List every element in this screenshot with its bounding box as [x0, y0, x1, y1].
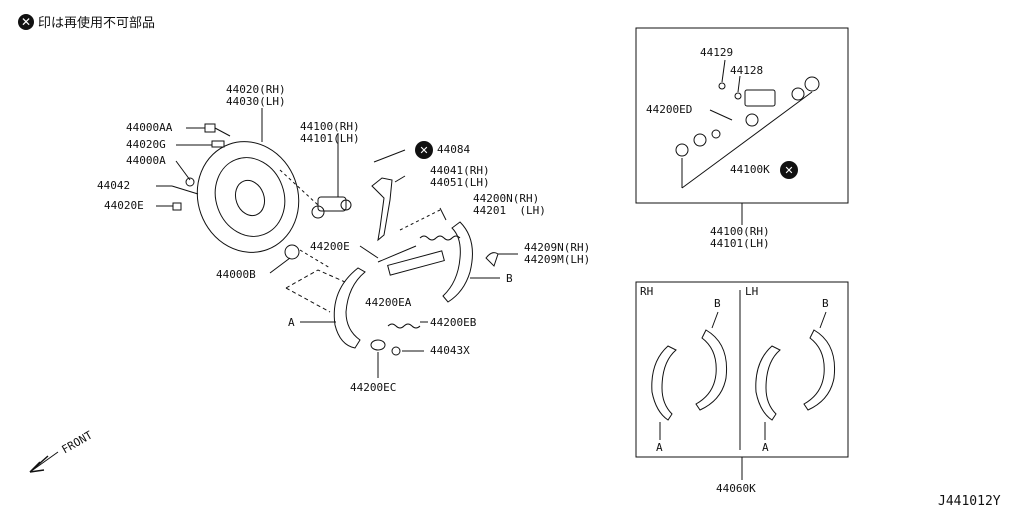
label-44000B: 44000B — [216, 268, 256, 281]
label-LH: LH — [745, 285, 759, 298]
brake-shoe-left — [333, 267, 366, 349]
label-44200ED: 44200ED — [646, 103, 693, 116]
retainer-44209N — [485, 252, 499, 267]
label-44200EA: 44200EA — [365, 296, 412, 309]
label-B-main: B — [506, 272, 513, 285]
label-44020: 44020(RH) 44030(LH) — [226, 83, 286, 108]
brake-shoe-right — [442, 221, 473, 303]
label-44041: 44041(RH) 44051(LH) — [430, 164, 490, 189]
diagram-code: J441012Y — [938, 494, 1001, 509]
label-44000A: 44000A — [126, 154, 166, 167]
adjuster — [387, 250, 445, 276]
label-44200EC: 44200EC — [350, 381, 397, 394]
label-44042: 44042 — [97, 179, 131, 192]
label-44084: 44084 — [437, 143, 471, 156]
non-reusable-mark-44084-icon — [415, 141, 433, 159]
cup-44200EC — [370, 339, 386, 351]
label-44043X: 44043X — [430, 344, 470, 357]
label-A-main: A — [288, 316, 295, 329]
non-reusable-note-text: 印は再使用不可部品 — [38, 16, 156, 31]
label-A-rh: A — [656, 441, 663, 454]
non-reusable-note: ✕ 印は再使用不可部品 — [18, 12, 155, 31]
label-44128: 44128 — [730, 64, 764, 77]
bolt-44000AA — [204, 123, 216, 133]
non-reusable-mark-icon: ✕ — [18, 13, 34, 30]
label-44100-kit: 44100(RH) 44101(LH) — [710, 225, 770, 250]
kit-shoe-lh-right — [803, 329, 836, 411]
spring-lower — [387, 323, 421, 329]
shoe-kit-box — [635, 281, 849, 458]
label-B-rh: B — [714, 297, 721, 310]
cap-44020E — [172, 202, 182, 211]
backing-plate — [196, 141, 300, 253]
label-44100K: 44100K — [730, 163, 770, 176]
kit-shoe-rh-right — [695, 329, 728, 411]
washer-44043X — [391, 346, 401, 356]
label-B-lh: B — [822, 297, 829, 310]
parking-lever — [371, 177, 393, 242]
nut-44000B — [284, 244, 300, 260]
label-44020G: 44020G — [126, 138, 166, 151]
label-A-lh: A — [762, 441, 769, 454]
label-44000AA: 44000AA — [126, 121, 173, 134]
kit-shoe-rh-left — [651, 345, 677, 421]
label-RH: RH — [640, 285, 654, 298]
label-44200EB: 44200EB — [430, 316, 477, 329]
label-44129: 44129 — [700, 46, 734, 59]
label-44060K: 44060K — [716, 482, 756, 495]
label-44020E: 44020E — [104, 199, 144, 212]
label-44209N: 44209N(RH) 44209M(LH) — [524, 241, 591, 266]
wheel-cylinder — [317, 196, 347, 212]
backing-plate-inner — [214, 157, 286, 237]
svg-text:✕: ✕ — [784, 164, 793, 177]
spring-upper — [419, 235, 461, 241]
svg-text:✕: ✕ — [419, 144, 428, 157]
nut-44000A — [185, 177, 195, 187]
label-44200E: 44200E — [310, 240, 350, 253]
label-44100: 44100(RH) 44101(LH) — [300, 120, 360, 145]
backing-plate-hub — [234, 179, 266, 217]
kit-shoe-lh-left — [755, 345, 781, 421]
plug-44020G — [211, 140, 225, 148]
label-44200N: 44200N(RH) 44201 (LH) — [473, 192, 546, 217]
non-reusable-mark-44100K-icon — [780, 161, 798, 179]
